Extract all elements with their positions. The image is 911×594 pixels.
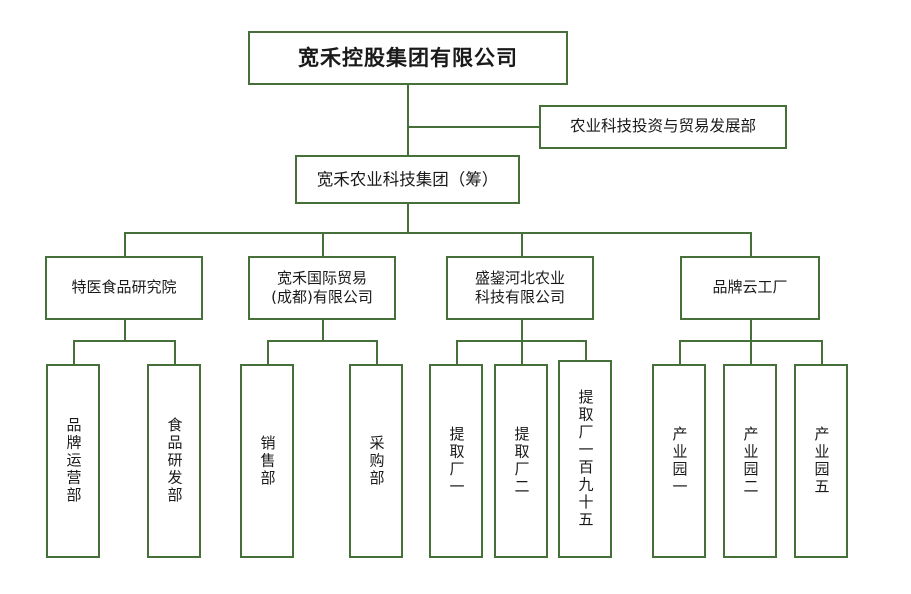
connector-division-drop-1	[124, 232, 126, 257]
node-side-department[interactable]: 农业科技投资与贸易发展部	[539, 105, 787, 149]
connector-d4-drop-2	[750, 340, 752, 365]
node-leaf-procurement[interactable]: 采购部	[349, 364, 403, 558]
connector-d4-drop-1	[679, 340, 681, 365]
connector-d2-drop-1	[267, 340, 269, 365]
connector-division-bus	[124, 232, 752, 234]
connector-level2-drop	[407, 203, 409, 234]
connector-d1-stem	[124, 319, 126, 341]
node-leaf-brand-operations-label: 品牌运营部	[64, 417, 83, 505]
node-division-3-label: 盛鋆河北农业 科技有限公司	[474, 268, 565, 306]
node-root[interactable]: 宽禾控股集团有限公司	[248, 31, 568, 85]
connector-d2-stem	[322, 319, 324, 341]
node-leaf-sales[interactable]: 销售部	[240, 364, 294, 558]
node-leaf-industrial-park-1-label: 产业园一	[670, 426, 689, 496]
connector-d3-drop-1	[456, 340, 458, 365]
node-division-1-label: 特医食品研究院	[71, 278, 177, 297]
node-leaf-extraction-plant-195[interactable]: 提取厂一百九十五	[558, 360, 612, 558]
node-leaf-industrial-park-2-label: 产业园二	[741, 426, 760, 496]
connector-root-trunk	[407, 84, 409, 157]
connector-d1-drop-1	[73, 340, 75, 365]
node-leaf-food-rnd[interactable]: 食品研发部	[147, 364, 201, 558]
connector-d2-drop-2	[376, 340, 378, 365]
node-division-2[interactable]: 宽禾国际贸易 (成都)有限公司	[248, 256, 396, 320]
connector-d1-bus	[73, 340, 176, 342]
node-leaf-industrial-park-5-label: 产业园五	[812, 426, 831, 496]
connector-division-drop-2	[322, 232, 324, 257]
connector-d4-drop-3	[821, 340, 823, 365]
node-leaf-food-rnd-label: 食品研发部	[165, 417, 184, 505]
node-level2[interactable]: 宽禾农业科技集团（筹）	[295, 155, 520, 204]
connector-d1-drop-2	[174, 340, 176, 365]
node-leaf-extraction-plant-195-label: 提取厂一百九十五	[576, 389, 595, 529]
node-division-1[interactable]: 特医食品研究院	[45, 256, 203, 320]
node-root-label: 宽禾控股集团有限公司	[298, 45, 518, 70]
connector-division-drop-3	[521, 232, 523, 257]
connector-d4-stem	[750, 319, 752, 341]
node-leaf-industrial-park-5[interactable]: 产业园五	[794, 364, 848, 558]
node-division-4[interactable]: 品牌云工厂	[680, 256, 820, 320]
node-leaf-industrial-park-1[interactable]: 产业园一	[652, 364, 706, 558]
node-leaf-sales-label: 销售部	[258, 434, 277, 488]
connector-d2-bus	[267, 340, 378, 342]
node-leaf-industrial-park-2[interactable]: 产业园二	[723, 364, 777, 558]
node-leaf-extraction-plant-1[interactable]: 提取厂一	[429, 364, 483, 558]
connector-d3-drop-3	[585, 340, 587, 361]
node-leaf-extraction-plant-1-label: 提取厂一	[447, 426, 466, 496]
node-leaf-procurement-label: 采购部	[367, 434, 386, 488]
node-division-4-label: 品牌云工厂	[712, 278, 788, 297]
node-level2-label: 宽禾农业科技集团（筹）	[316, 169, 499, 189]
connector-division-drop-4	[750, 232, 752, 257]
node-leaf-extraction-plant-2[interactable]: 提取厂二	[494, 364, 548, 558]
node-leaf-brand-operations[interactable]: 品牌运营部	[46, 364, 100, 558]
connector-d3-drop-2	[521, 340, 523, 365]
connector-side-department	[407, 126, 540, 128]
node-side-department-label: 农业科技投资与贸易发展部	[569, 117, 756, 136]
node-leaf-extraction-plant-2-label: 提取厂二	[512, 426, 531, 496]
connector-d3-stem	[521, 319, 523, 341]
node-division-3[interactable]: 盛鋆河北农业 科技有限公司	[446, 256, 594, 320]
node-division-2-label: 宽禾国际贸易 (成都)有限公司	[271, 268, 373, 306]
